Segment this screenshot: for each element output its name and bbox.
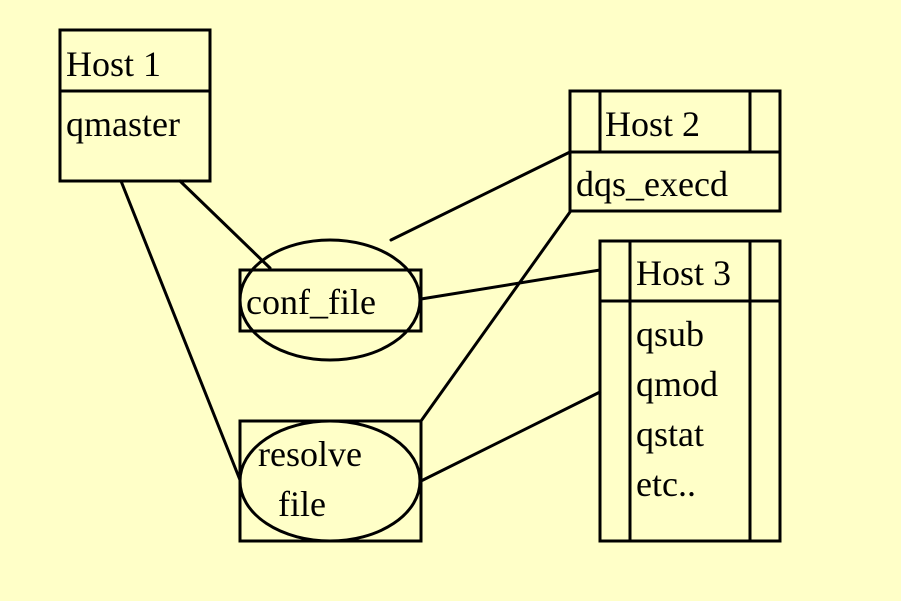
host2-title: Host 2 <box>605 104 700 144</box>
resolve-file-label-line1: resolve <box>258 434 362 474</box>
connector-resolve-host2 <box>419 210 572 423</box>
host1-process: qmaster <box>66 104 180 144</box>
host3-title: Host 3 <box>636 253 731 293</box>
connector-resolve-host3 <box>419 390 602 483</box>
connector-conf-host3 <box>419 268 602 301</box>
connector-host1-resolve <box>119 179 242 482</box>
conf-file-label: conf_file <box>246 282 376 322</box>
host1-title: Host 1 <box>66 44 161 84</box>
host3-command-qsub: qsub <box>636 314 704 354</box>
host2-process: dqs_execd <box>576 164 728 204</box>
host1-box <box>58 28 212 183</box>
resolve-file-label-line2: file <box>278 484 326 524</box>
host3-command-qstat: qstat <box>636 414 704 454</box>
host3-box <box>598 239 782 543</box>
host3-command-etc: etc.. <box>636 464 696 504</box>
host3-command-qmod: qmod <box>636 364 718 404</box>
resolve-file-ellipse <box>238 419 422 543</box>
connector-conf-host2 <box>389 150 572 242</box>
conf-file-ellipse <box>238 238 422 362</box>
connector-host1-conf <box>178 179 272 270</box>
